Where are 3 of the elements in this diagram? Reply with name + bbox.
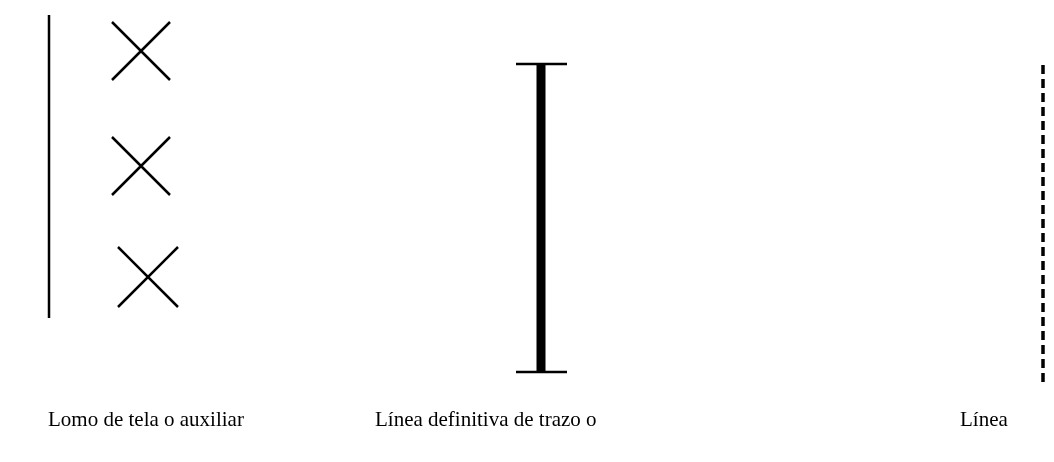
symbol-caption: Línea definitiva de trazo o <box>375 406 598 433</box>
symbol-caption: Línea <box>960 406 1009 433</box>
symbol-caption: Lomo de tela o auxiliar <box>48 406 245 433</box>
